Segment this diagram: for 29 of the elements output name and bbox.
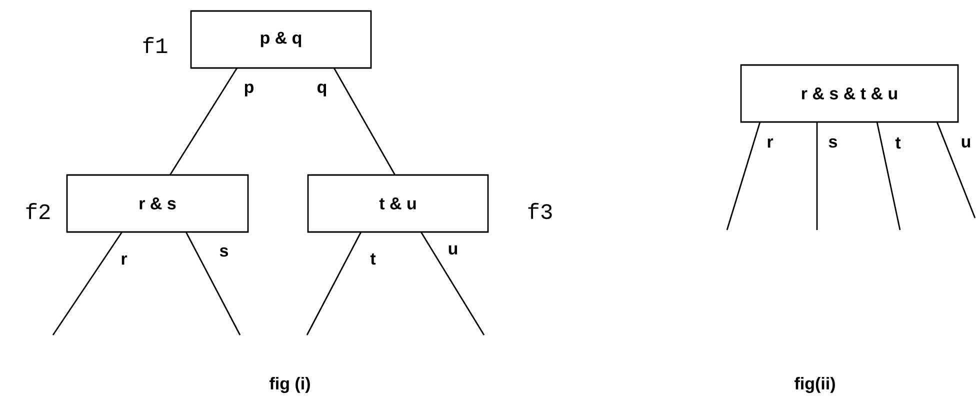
edge-label: u: [962, 138, 970, 148]
function-name: f1: [143, 37, 168, 53]
function-name: f2: [26, 203, 50, 219]
edge-label: p: [244, 84, 254, 96]
edge-label: q: [318, 84, 326, 96]
edge-label: s: [220, 247, 228, 257]
line: [306, 232, 362, 336]
edge-label: t: [370, 253, 376, 265]
line: [936, 122, 976, 218]
node-box: t & u: [307, 174, 489, 233]
function-name: f3: [528, 202, 552, 220]
figure-caption: fig(ii): [794, 377, 835, 393]
line: [52, 232, 123, 336]
line: [420, 232, 485, 336]
figure-caption: fig (i): [270, 377, 310, 393]
line: [333, 68, 396, 176]
line: [816, 122, 818, 230]
node-box: r & s: [66, 174, 249, 233]
edge-label: s: [828, 138, 838, 148]
node-box: p & q: [190, 10, 372, 69]
line: [185, 232, 241, 336]
edge-label: u: [448, 245, 458, 255]
line: [876, 122, 901, 230]
line: [169, 68, 238, 176]
edge-label: r: [122, 255, 128, 265]
edge-label: r: [768, 138, 774, 148]
node-box: r & s & t & u: [740, 64, 959, 123]
edge-label: t: [895, 137, 901, 149]
line: [726, 122, 761, 230]
